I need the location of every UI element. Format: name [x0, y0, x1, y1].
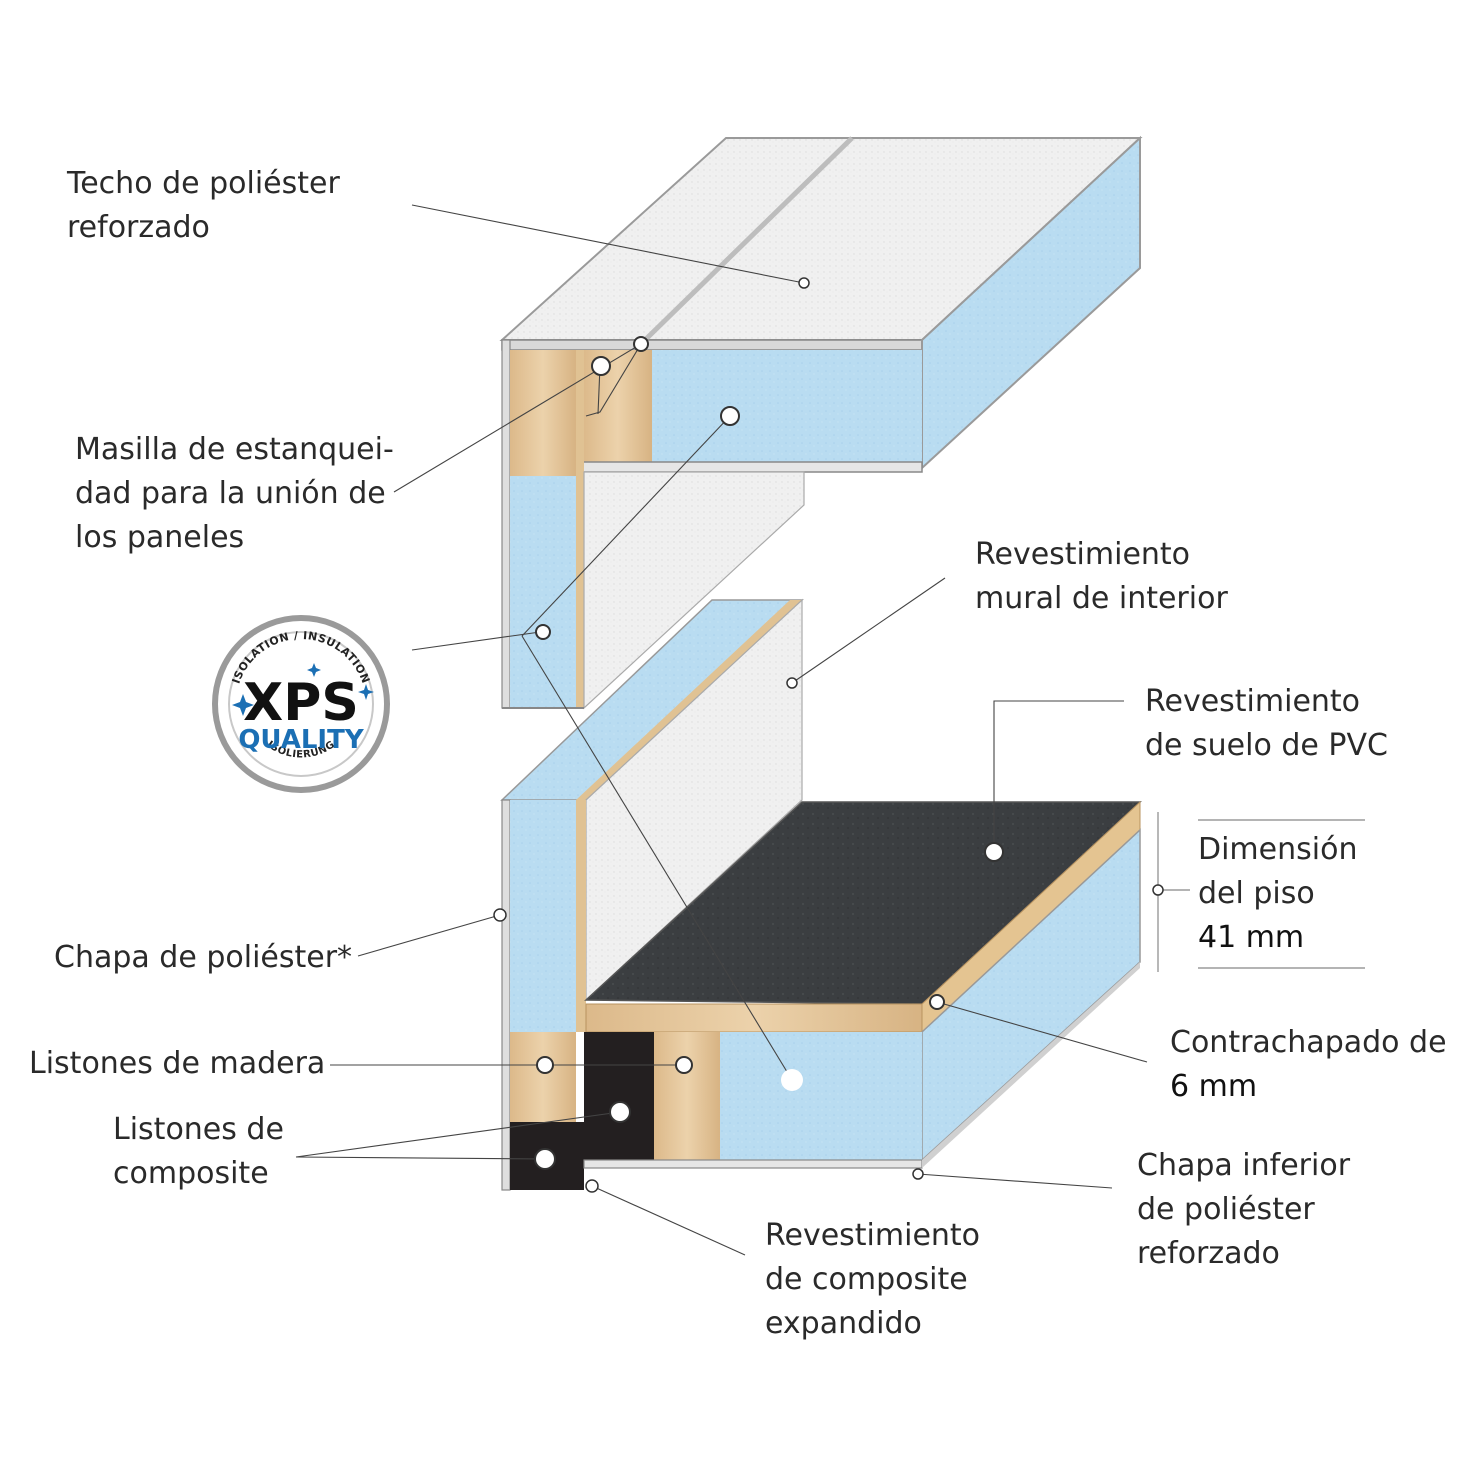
callout-dot-composite-1 — [609, 1101, 631, 1123]
label-techo-line2: reforzado — [67, 210, 210, 245]
label-listones-composite: Listones de composite — [113, 1108, 284, 1196]
label-techo-line1: Techo de poliéster — [67, 166, 340, 201]
callout-dot-bottom-skin — [912, 1168, 924, 1180]
label-listones-madera: Listones de madera — [29, 1042, 325, 1086]
label-contrachapado: Contrachapado de 6 mm — [1170, 1021, 1447, 1109]
upper-wall-ply — [576, 350, 584, 708]
lower-wall-ply — [576, 800, 586, 1032]
lower-wall-wood — [510, 1032, 576, 1122]
callout-dot-chapa — [493, 908, 507, 922]
floor-composite-block — [584, 1032, 654, 1160]
roof-front-foam — [652, 350, 922, 462]
label-contrachapado-value: 6 mm — [1170, 1069, 1258, 1104]
lower-wall — [500, 598, 804, 1191]
callout-dot-wood-1 — [536, 1056, 554, 1074]
label-dimension-value: 41 mm — [1198, 920, 1305, 955]
label-revestimiento-composite: Revestimiento de composite expandido — [765, 1214, 980, 1346]
sparkle-icon — [232, 663, 374, 716]
roof-ridge-line — [643, 136, 854, 342]
badge-main-text: XPS — [243, 673, 359, 733]
callout-dot-composite-2 — [534, 1148, 556, 1170]
label-inferior-line1: Chapa inferior — [1137, 1148, 1351, 1183]
label-masilla-line2: dad para la unión de — [75, 476, 386, 511]
floor-wood-batten — [654, 1032, 720, 1160]
lower-wall-top-ply — [576, 600, 802, 800]
callout-dot-wall-foam — [535, 624, 551, 640]
label-revestimiento-suelo: Revestimiento de suelo de PVC — [1145, 680, 1388, 768]
roof-front-skin — [501, 339, 923, 351]
upper-wall-foam — [510, 476, 576, 708]
label-mural-line1: Revestimiento — [975, 537, 1191, 572]
label-dimension-line2: del piso — [1198, 876, 1315, 911]
floor-front-foam — [720, 1032, 922, 1160]
callout-dot-composite-cover — [585, 1179, 599, 1193]
callout-dot-floor-foam — [781, 1069, 803, 1091]
label-mural-line2: mural de interior — [975, 581, 1228, 616]
callout-dot-wood-2 — [675, 1056, 693, 1074]
roof-bottom-skin — [582, 461, 923, 473]
callout-dot-masilla-joint — [591, 356, 611, 376]
upper-interior-wall — [583, 471, 805, 710]
leader-lines — [295, 204, 1148, 1256]
label-expandido-line3: expandido — [765, 1306, 922, 1341]
label-dimension: Dimensión del piso 41 mm — [1198, 828, 1357, 960]
callout-dot-mural — [786, 677, 798, 689]
callout-dot-contrachapado — [929, 994, 945, 1010]
label-composite-line2: composite — [113, 1156, 269, 1191]
label-dimension-line1: Dimensión — [1198, 832, 1358, 867]
label-composite-line1: Listones de — [113, 1112, 284, 1147]
callout-dots — [493, 277, 1164, 1193]
lower-wall-outer-skin — [501, 799, 511, 1191]
callout-dot-dimension — [1152, 884, 1164, 896]
callout-dot-pvc — [984, 842, 1004, 862]
label-contrachapado-line1: Contrachapado de — [1170, 1025, 1447, 1060]
label-expandido-line2: de composite — [765, 1262, 968, 1297]
label-madera-line1: Listones de madera — [29, 1046, 326, 1081]
label-inferior-line3: reforzado — [1137, 1236, 1280, 1271]
label-inferior-line2: de poliéster — [1137, 1192, 1315, 1227]
upper-wall — [501, 339, 805, 710]
label-chapa-inferior: Chapa inferior de poliéster reforzado — [1137, 1144, 1350, 1276]
label-suelo-line2: de suelo de PVC — [1145, 728, 1388, 763]
label-techo: Techo de poliéster reforzado — [67, 162, 340, 250]
callout-dot-roof-foam — [720, 406, 740, 426]
label-masilla-line1: Masilla de estanquei- — [75, 432, 394, 467]
lower-wall-foam — [510, 800, 576, 1032]
floor-bottom-skin-side — [922, 962, 1140, 1168]
label-chapa-line1: Chapa de poliéster* — [54, 940, 353, 975]
callout-dot-techo — [798, 277, 810, 289]
label-revestimiento-mural: Revestimiento mural de interior — [975, 533, 1228, 621]
badge-sub-text: QUALITY — [238, 725, 365, 755]
xps-quality-badge: ISOLATION / INSULATION ISOLIERUNG XPS QU… — [212, 615, 390, 793]
label-chapa: Chapa de poliéster* — [54, 936, 352, 980]
roof-panel — [499, 135, 1143, 473]
callout-dot-masilla-top — [633, 336, 649, 352]
upper-wall-outer-skin — [501, 339, 511, 709]
label-expandido-line1: Revestimiento — [765, 1218, 981, 1253]
label-suelo-line1: Revestimiento — [1145, 684, 1361, 719]
label-masilla-line3: los paneles — [75, 520, 245, 555]
upper-wall-wood — [510, 350, 576, 476]
floor-bottom-skin — [583, 1159, 923, 1169]
label-masilla: Masilla de estanquei- dad para la unión … — [75, 428, 394, 560]
